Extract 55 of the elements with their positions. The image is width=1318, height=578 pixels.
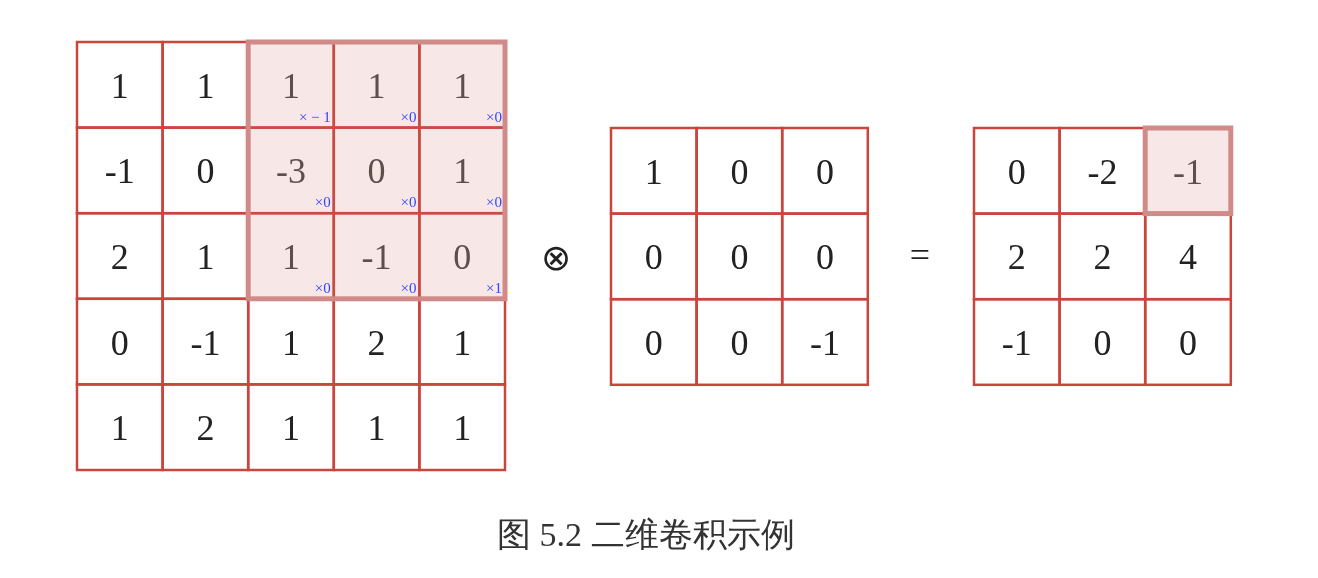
matrix-value: -1 bbox=[190, 324, 221, 361]
matrix-value: -2 bbox=[1087, 153, 1118, 190]
matrix-value: 0 bbox=[367, 153, 386, 190]
matrix-value: 0 bbox=[453, 239, 472, 275]
weight-label: ×0 bbox=[314, 280, 331, 296]
matrix-value: 1 bbox=[110, 410, 129, 447]
matrix-value: 1 bbox=[282, 410, 300, 447]
matrix-value: 0 bbox=[644, 239, 663, 276]
matrix-value: 0 bbox=[196, 153, 215, 190]
matrix-value: 2 bbox=[367, 324, 386, 361]
matrix-value: 0 bbox=[730, 325, 749, 361]
matrix-value: 1 bbox=[110, 67, 129, 104]
convolution-operator: ⊗ bbox=[541, 240, 571, 276]
matrix-value: -3 bbox=[276, 153, 306, 190]
matrix-value: 0 bbox=[1007, 153, 1026, 190]
weight-label: ×0 bbox=[400, 109, 417, 125]
matrix-value: 1 bbox=[282, 324, 300, 361]
matrix-value: 4 bbox=[1179, 239, 1197, 276]
matrix-value: 1 bbox=[453, 324, 472, 361]
matrix-value: 2 bbox=[110, 239, 129, 275]
matrix-value: 1 bbox=[453, 67, 472, 104]
matrix-value: -1 bbox=[104, 153, 135, 190]
matrix-value: 1 bbox=[367, 410, 386, 447]
matrix-value: 1 bbox=[453, 410, 472, 447]
matrix-value: -1 bbox=[361, 239, 392, 275]
matrix-value: -1 bbox=[1001, 325, 1032, 361]
matrix-value: 1 bbox=[196, 67, 215, 104]
matrix-value: 0 bbox=[730, 239, 749, 276]
matrix-value: 0 bbox=[816, 239, 834, 276]
figure-caption: 图 5.2 二维卷积示例 bbox=[497, 515, 795, 555]
matrix-value: -1 bbox=[810, 325, 840, 361]
matrix-value: 2 bbox=[1007, 239, 1026, 276]
matrix-value: 1 bbox=[644, 153, 663, 190]
matrix-value: 2 bbox=[196, 410, 215, 447]
matrix-value: 1 bbox=[196, 239, 215, 275]
matrix-value: 1 bbox=[282, 239, 300, 275]
matrix-value: 0 bbox=[110, 324, 129, 361]
matrix-value: -1 bbox=[1173, 153, 1203, 190]
matrix-value: 2 bbox=[1093, 239, 1112, 276]
weight-label: × − 1 bbox=[298, 109, 331, 125]
weight-label: ×0 bbox=[400, 280, 417, 296]
matrix-value: 1 bbox=[367, 67, 386, 104]
weight-label: ×0 bbox=[486, 195, 502, 211]
matrix-value: 0 bbox=[816, 153, 834, 190]
weight-label: ×1 bbox=[486, 280, 502, 296]
matrix-value: 0 bbox=[1179, 325, 1197, 361]
matrix-value: 0 bbox=[1093, 325, 1112, 361]
matrix-value: 0 bbox=[730, 153, 749, 190]
matrix-value: 1 bbox=[282, 67, 300, 104]
weight-label: ×0 bbox=[400, 195, 417, 211]
matrix-value: 1 bbox=[453, 153, 472, 190]
weight-label: ×0 bbox=[314, 195, 331, 211]
matrix-value: 0 bbox=[644, 325, 663, 361]
weight-label: ×0 bbox=[486, 109, 502, 125]
equals-sign: = bbox=[909, 237, 931, 273]
